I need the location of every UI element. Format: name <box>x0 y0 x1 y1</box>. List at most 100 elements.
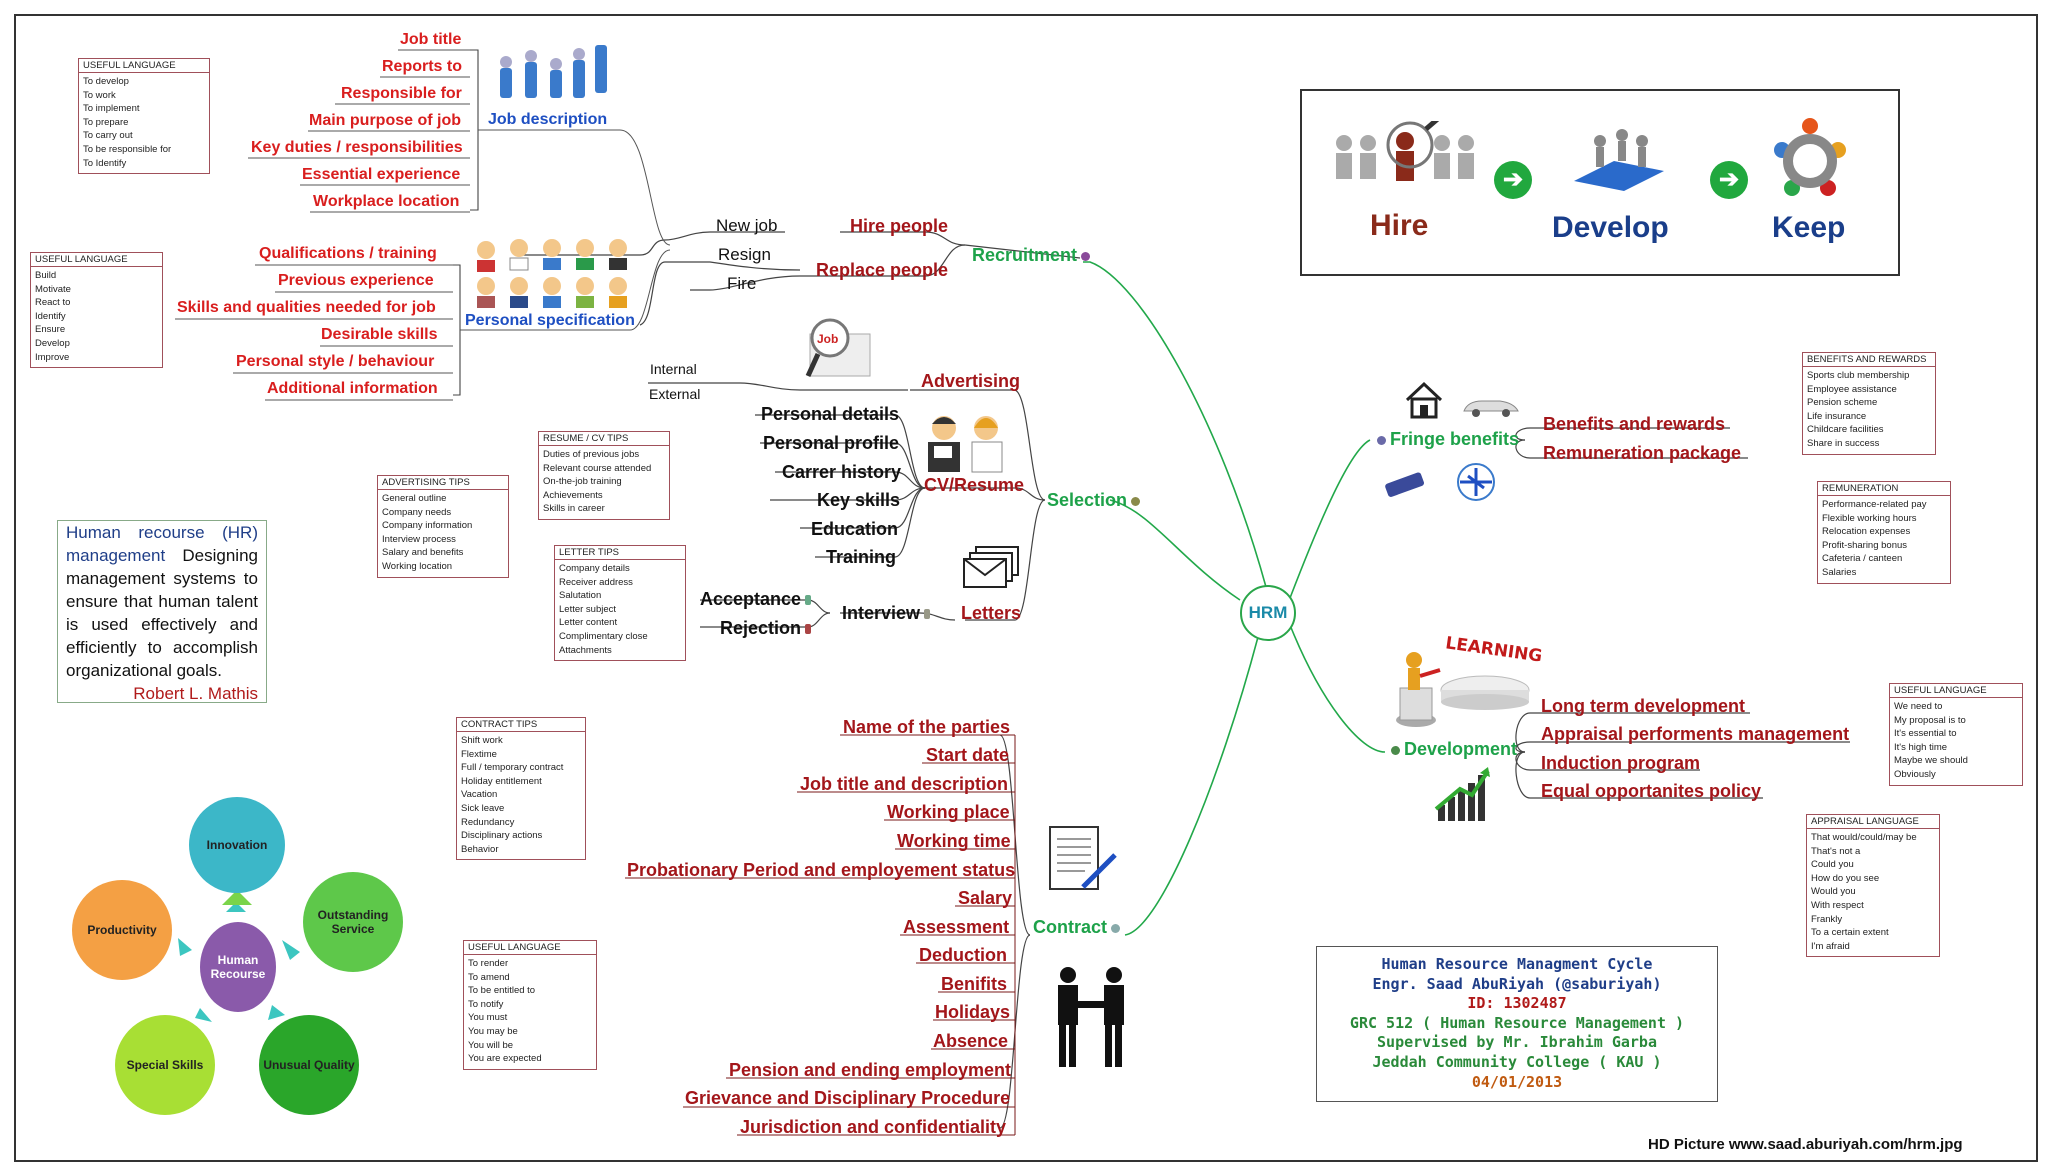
dev-item: Induction program <box>1541 753 1700 773</box>
selection-dot-icon <box>1131 496 1141 506</box>
plane-globe-icon <box>1450 460 1500 506</box>
arrow-right-icon: ➔ <box>1710 161 1748 199</box>
job-description-label: Job description <box>488 111 608 128</box>
outstanding-service-node: Outstanding Service <box>303 872 403 972</box>
jd-item: Workplace location <box>313 193 460 210</box>
hire-people-label: Hire people <box>850 216 949 236</box>
svg-text:Job: Job <box>817 332 838 346</box>
personal-specification-label: Personal specification <box>465 312 635 329</box>
project-info-box: Human Resource Managment Cycle Engr. Saa… <box>1316 946 1718 1102</box>
productivity-node: Productivity <box>72 880 172 980</box>
phone-icon <box>1380 470 1428 502</box>
quote-text: Designing management systems to ensure t… <box>66 546 258 680</box>
contract-item: Working place <box>887 802 1010 822</box>
acceptance-label: Acceptance <box>700 590 815 608</box>
replace-people-label: Replace people <box>816 260 949 280</box>
contract-item: Absence <box>933 1031 1009 1051</box>
contract-dot-icon <box>1111 923 1121 933</box>
ps-item: Skills and qualities needed for job <box>177 299 436 316</box>
contract-item: Salary <box>958 888 1013 908</box>
dev-item: Long term development <box>1541 696 1746 716</box>
contract-item: Deduction <box>919 945 1007 965</box>
contract-item: Start date <box>926 745 1010 765</box>
document-pen-icon <box>1045 825 1125 895</box>
ps-item: Previous experience <box>278 272 434 289</box>
develop-word: Develop <box>1552 211 1669 244</box>
develop-puzzle-icon <box>1564 121 1674 201</box>
acceptance-icon <box>805 595 812 606</box>
staff-people-icon <box>472 236 632 310</box>
fringe-benefits-branch: Fringe benefits <box>1373 430 1519 448</box>
cv-item: Education <box>811 519 899 539</box>
cv-item: Key skills <box>817 490 901 510</box>
arrow-right-icon: ➔ <box>1494 161 1532 199</box>
info-line: Supervised by Mr. Ibrahim Garba <box>1377 1033 1657 1052</box>
cv-item: Training <box>826 547 897 567</box>
human-recourse-node: Human Recourse <box>200 922 276 1012</box>
contract-item: Working time <box>897 831 1011 851</box>
footer-link[interactable]: HD Picture www.saad.aburiyah.com/hrm.jpg <box>1648 1136 1963 1153</box>
jd-item: Reports to <box>382 58 462 75</box>
contract-item: Jurisdiction and confidentiality <box>740 1117 1007 1137</box>
contract-item: Assessment <box>903 917 1010 937</box>
fire-label: Fire <box>727 274 757 293</box>
info-line: ID: 1302487 <box>1467 994 1567 1013</box>
jd-item: Main purpose of job <box>309 112 461 129</box>
keep-word: Keep <box>1772 211 1846 244</box>
ps-item: Additional information <box>267 380 438 397</box>
info-line: Human Resource Managment Cycle <box>1381 955 1653 973</box>
resume-people-icon <box>920 410 1010 475</box>
rejection-label: Rejection <box>720 619 815 637</box>
cv-item: Personal profile <box>763 433 900 453</box>
growth-chart-icon <box>1432 765 1492 825</box>
info-line: Jeddah Community College ( KAU ) <box>1372 1052 1662 1071</box>
learning-disk-icon <box>1430 660 1530 710</box>
job-magnifier-icon: Job <box>800 316 880 386</box>
contract-item: Holidays <box>935 1002 1011 1022</box>
development-dot-icon <box>1391 745 1400 755</box>
jd-item: Responsible for <box>341 85 462 102</box>
jd-item: Key duties / responsibilities <box>251 139 463 156</box>
ps-item: Personal style / behaviour <box>236 353 435 370</box>
unusual-quality-node: Unusual Quality <box>259 1015 359 1115</box>
contract-item: Grievance and Disciplinary Procedure <box>685 1088 1011 1108</box>
hire-develop-keep-panel: Hire ➔ Develop ➔ Keep <box>1300 89 1900 276</box>
hr-definition-quote: Human recourse (HR) management Designing… <box>57 520 267 703</box>
quote-author: Robert L. Mathis <box>133 684 258 703</box>
development-branch: Development <box>1387 740 1517 758</box>
info-line: Engr. Saad AbuRiyah (@saburiyah) <box>1372 974 1662 993</box>
external-label: External <box>649 386 701 402</box>
job-description-people-icon <box>495 40 615 110</box>
contract-item: Probationary Period and employement stat… <box>627 860 1016 880</box>
ps-item: Desirable skills <box>321 326 438 343</box>
letters-label: Letters <box>961 603 1022 623</box>
dev-item: Appraisal performents management <box>1541 724 1850 744</box>
dev-item: Equal opportanites policy <box>1541 781 1762 801</box>
handshake-icon <box>1050 965 1132 1069</box>
advertising-label: Advertising <box>921 371 1021 391</box>
interview-icon <box>924 609 931 620</box>
jd-item: Essential experience <box>302 166 461 183</box>
special-skills-node: Special Skills <box>115 1015 215 1115</box>
car-icon <box>1460 393 1522 419</box>
learning-figure-icon <box>1380 640 1452 730</box>
fringe-dot-icon <box>1377 435 1386 445</box>
jd-item: Job title <box>400 31 462 48</box>
canvas-frame <box>14 14 2038 1162</box>
innovation-node: Innovation <box>189 797 285 893</box>
internal-label: Internal <box>650 361 697 377</box>
contract-item: Name of the parties <box>843 717 1011 737</box>
new-job-label: New job <box>716 216 778 235</box>
